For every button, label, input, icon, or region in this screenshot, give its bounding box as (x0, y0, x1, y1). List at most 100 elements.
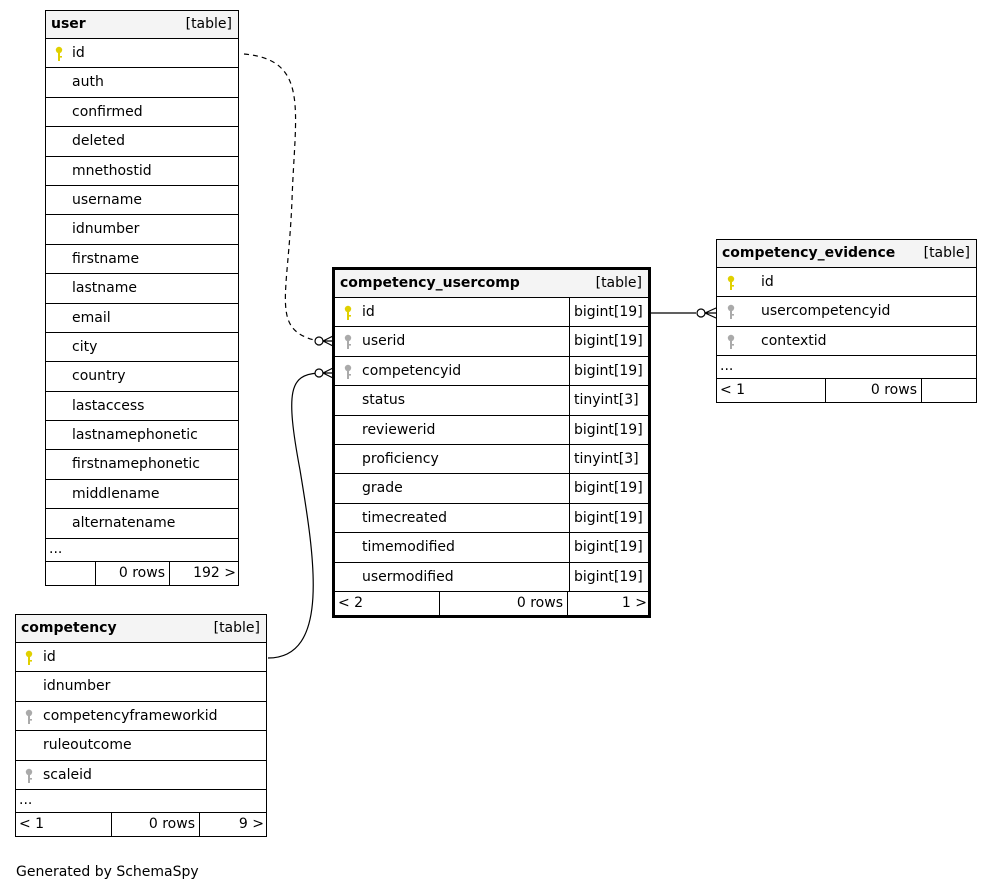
column-row[interactable]: auth (46, 68, 238, 98)
table-name: competency_evidence (722, 245, 896, 261)
column-row[interactable]: middlename (46, 480, 238, 510)
column-row[interactable]: firstname (46, 245, 238, 275)
column-row[interactable]: scaleid (16, 761, 266, 790)
column-name: usermodified (362, 568, 454, 585)
footer-children-cell[interactable]: 1 > (568, 592, 651, 615)
footer-children[interactable]: 1 > (621, 594, 647, 611)
column-name: timecreated (362, 509, 447, 526)
column-name: mnethostid (72, 162, 152, 179)
column-type: bigint[19] (569, 356, 643, 386)
footer-children[interactable]: 9 > (238, 815, 264, 832)
column-type: tinyint[3] (569, 444, 639, 474)
column-row[interactable]: usercompetencyid (717, 297, 976, 327)
column-row[interactable]: ruleoutcome (16, 731, 266, 761)
more-columns-label: ... (720, 358, 734, 375)
footer-rows-cell: 0 rows (826, 379, 922, 403)
column-name: contextid (761, 332, 827, 349)
footer-parents[interactable]: < 2 (338, 594, 364, 611)
primary-key-icon (727, 275, 735, 291)
column-row[interactable]: username (46, 186, 238, 216)
column-row[interactable]: alternatename (46, 509, 238, 539)
footer-parents[interactable]: < 1 (19, 815, 45, 832)
column-row[interactable]: lastname (46, 274, 238, 304)
column-name: id (43, 649, 56, 665)
more-columns[interactable]: ... (717, 356, 976, 380)
column-row[interactable]: contextid (717, 327, 976, 357)
column-row[interactable]: mnethostid (46, 157, 238, 186)
column-row[interactable]: email (46, 304, 238, 333)
column-name: city (72, 338, 98, 355)
column-row[interactable]: firstnamephonetic (46, 450, 238, 480)
footer-rows: 0 rows (516, 594, 563, 611)
column-type: bigint[19] (569, 298, 643, 327)
column-name: username (72, 191, 142, 208)
footer-parents-cell[interactable]: < 1 (16, 812, 112, 836)
foreign-key-icon (25, 768, 33, 784)
footer-children[interactable]: 192 > (193, 564, 236, 581)
relation-competency-usercomp-crowfoot (322, 367, 334, 379)
primary-key-icon (25, 650, 33, 666)
column-row[interactable]: id (46, 39, 238, 69)
column-row[interactable]: country (46, 362, 238, 392)
column-name: confirmed (72, 103, 143, 120)
column-row[interactable]: idnumber (16, 672, 266, 702)
table-user[interactable]: user [table] id auth confirmed deleted mnethos… (45, 10, 239, 586)
column-row[interactable]: deleted (46, 127, 238, 157)
footer-children-cell[interactable]: 192 > (170, 562, 240, 585)
table-footer: < 1 0 rows 9 > (16, 812, 268, 836)
relation-user-usercomp (243, 53, 319, 342)
footer-parents-cell[interactable]: < 2 (335, 591, 440, 615)
column-row[interactable]: lastaccess (46, 392, 238, 422)
column-row[interactable]: lastnamephonetic (46, 421, 238, 451)
column-row[interactable]: proficiency tinyint[3] (335, 444, 648, 475)
column-name: competencyframeworkid (43, 707, 218, 724)
relation-usercomp-evidence-circle (696, 308, 706, 318)
table-footer: < 1 0 rows (717, 379, 978, 403)
column-row[interactable]: confirmed (46, 98, 238, 128)
table-name: user (51, 16, 86, 32)
column-name: proficiency (362, 450, 439, 467)
more-columns[interactable]: ... (16, 790, 266, 813)
footer-rows-cell: 0 rows (112, 812, 200, 836)
column-name: lastname (72, 280, 137, 297)
footer-children-cell[interactable] (922, 379, 978, 402)
column-name: usercompetencyid (761, 303, 891, 320)
more-columns[interactable]: ... (46, 539, 238, 562)
column-row[interactable]: id (717, 268, 976, 298)
column-name: firstname (72, 250, 140, 267)
footer-parents-cell[interactable]: < 1 (717, 379, 826, 403)
footer-children-cell[interactable]: 9 > (200, 813, 268, 836)
footer-rows: 0 rows (148, 815, 195, 832)
column-name: idnumber (43, 678, 111, 695)
column-name: country (72, 368, 126, 385)
footer-parents-cell[interactable] (46, 561, 96, 585)
column-row[interactable]: city (46, 333, 238, 363)
table-kind: [table] (923, 245, 970, 261)
column-row[interactable]: idnumber (46, 215, 238, 245)
table-kind: [table] (185, 16, 232, 32)
relation-competency-usercomp-circle (314, 368, 324, 378)
column-row[interactable]: competencyframeworkid (16, 702, 266, 732)
table-competency-evidence[interactable]: competency_evidence [table] id usercompeten… (716, 239, 978, 404)
column-name: auth (72, 74, 104, 91)
relation-usercomp-evidence-crowfoot (704, 307, 717, 319)
footer-rows: 0 rows (870, 382, 917, 399)
footer-rows-cell: 0 rows (96, 561, 170, 585)
column-row[interactable]: id (16, 643, 266, 673)
column-type: bigint[19] (569, 533, 643, 562)
column-name: idnumber (72, 221, 140, 238)
footer-parents[interactable]: < 1 (720, 382, 746, 399)
column-name: ruleoutcome (43, 737, 132, 754)
column-type: tinyint[3] (569, 386, 639, 415)
